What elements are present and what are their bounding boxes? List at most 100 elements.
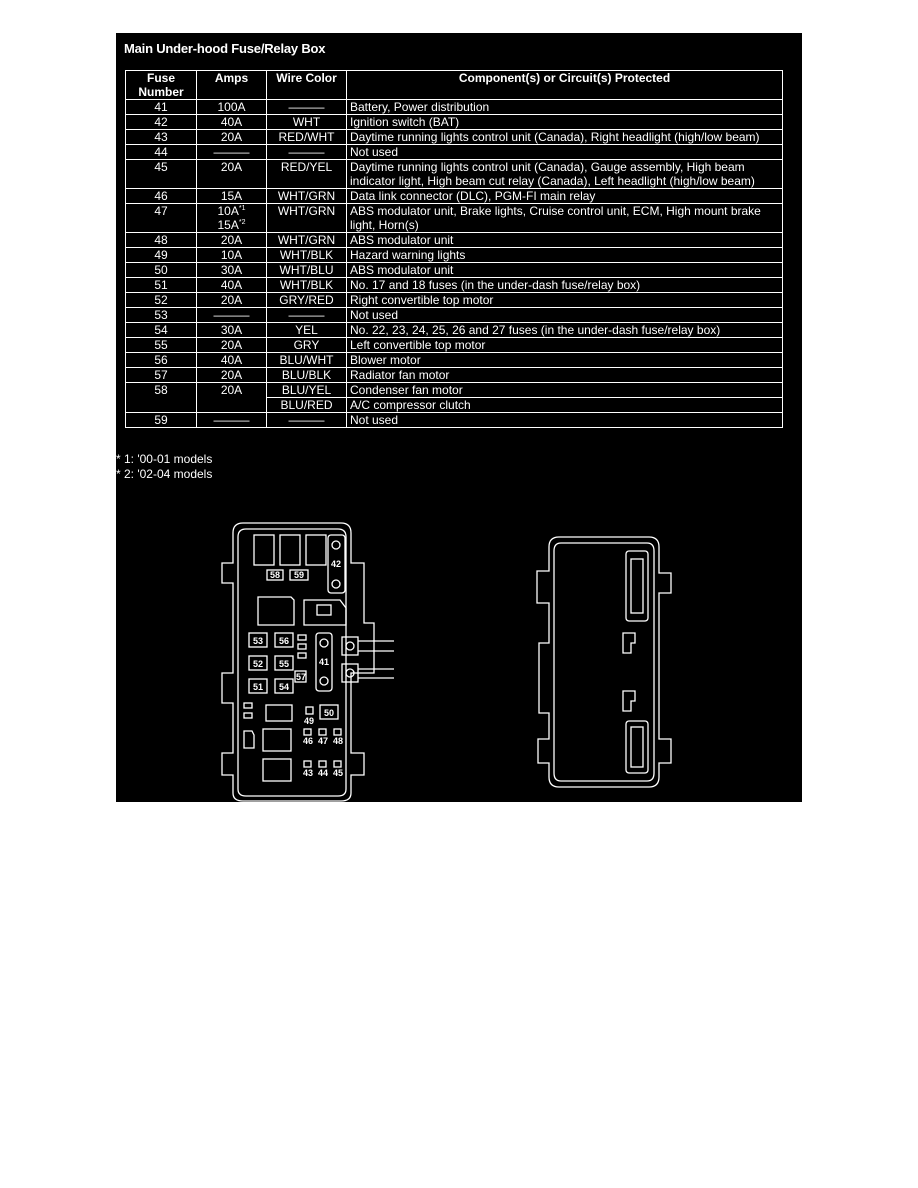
label-45: 45	[333, 768, 343, 778]
bolt-icon	[319, 676, 329, 686]
rear-fuse-box	[536, 536, 672, 788]
table-header-row: Fuse Number Amps Wire Color Component(s)…	[125, 70, 783, 100]
rear-connector	[622, 632, 636, 654]
fuse-table: Fuse Number Amps Wire Color Component(s)…	[125, 70, 783, 428]
relay-slot	[279, 534, 301, 566]
label-48: 48	[333, 736, 343, 746]
fuse-54	[274, 678, 294, 694]
label-59: 59	[294, 570, 304, 580]
relay-slot	[262, 728, 292, 752]
fuse-49	[305, 706, 314, 715]
fuse-box-panel: Main Under-hood Fuse/Relay Box Fuse Numb…	[116, 33, 802, 802]
relay-block	[257, 596, 295, 626]
mini-fuse	[297, 643, 307, 650]
fuse-50	[319, 704, 339, 720]
connector-tab	[316, 604, 332, 616]
cable-lines	[358, 640, 394, 679]
fuse-43	[303, 760, 312, 768]
label-58: 58	[270, 570, 280, 580]
fuse-58	[266, 569, 284, 581]
mini-fuse	[243, 702, 253, 709]
mini-fuse	[297, 634, 307, 641]
fuse-55	[274, 655, 294, 671]
mini-fuse	[243, 712, 253, 719]
label-52: 52	[253, 659, 263, 669]
connector-block	[303, 599, 347, 626]
label-42: 42	[331, 559, 341, 569]
label-46: 46	[303, 736, 313, 746]
rear-connector	[622, 690, 636, 712]
relay-slot	[265, 704, 293, 722]
fuse-53	[248, 632, 268, 648]
fuse-48	[333, 728, 342, 736]
label-53: 53	[253, 636, 263, 646]
diagram-title: Main Under-hood Fuse/Relay Box	[124, 41, 326, 56]
label-41: 41	[319, 657, 329, 667]
relay-slot	[305, 534, 327, 566]
mini-fuse	[297, 652, 307, 659]
label-43: 43	[303, 768, 313, 778]
fuse-45	[333, 760, 342, 768]
bolt-icon	[345, 668, 355, 678]
label-56: 56	[279, 636, 289, 646]
fuse-57	[294, 670, 307, 683]
fuse-46	[303, 728, 312, 736]
table-row: 47 10A*1 15A*2 WHT/GRN ABS modulator uni…	[125, 203, 783, 233]
fuse-59	[289, 569, 309, 581]
rear-slot-inner	[630, 558, 644, 614]
fuse-41-holder	[315, 632, 333, 692]
rear-slot-inner	[630, 726, 644, 768]
label-57: 57	[296, 672, 306, 682]
label-51: 51	[253, 682, 263, 692]
bolt-icon	[345, 641, 355, 651]
fuse-56	[274, 632, 294, 648]
relay-slot	[253, 534, 275, 566]
header-wire-color: Wire Color	[266, 70, 347, 100]
label-50: 50	[324, 708, 334, 718]
bolt-icon	[331, 579, 341, 589]
front-box-inner	[237, 528, 347, 797]
rear-slot	[625, 550, 649, 622]
bolt-icon	[319, 638, 329, 648]
label-44: 44	[318, 768, 328, 778]
rear-box-inner	[553, 542, 655, 782]
front-box-outline	[221, 522, 375, 802]
relay-slot	[262, 758, 292, 782]
terminal-block	[341, 663, 359, 683]
rear-slot	[625, 720, 649, 774]
fuse-box-diagram: 42 58 59 53 56 52 55 51 54 41 57 49 50 4…	[221, 522, 672, 802]
table-row: 53——————Not used	[125, 307, 783, 323]
rear-box-outline	[536, 536, 672, 788]
terminal-block	[341, 636, 359, 656]
bolt-icon	[331, 540, 341, 550]
front-fuse-box	[221, 522, 394, 802]
fuse-47	[318, 728, 327, 736]
label-55: 55	[279, 659, 289, 669]
header-fuse-number: Fuse Number	[125, 70, 197, 100]
fuse-51	[248, 678, 268, 694]
table-row: 44——————Not used	[125, 144, 783, 160]
label-47: 47	[318, 736, 328, 746]
fuse-52	[248, 655, 268, 671]
amps-variants: 10A*1 15A*2	[196, 203, 267, 233]
footnote-2: * 2: '02-04 models	[116, 467, 213, 481]
fuse-44	[318, 760, 327, 768]
label-49: 49	[304, 716, 314, 726]
table-row: 59——————Not used	[125, 412, 783, 428]
label-54: 54	[279, 682, 289, 692]
fuse-42-holder	[327, 534, 346, 594]
